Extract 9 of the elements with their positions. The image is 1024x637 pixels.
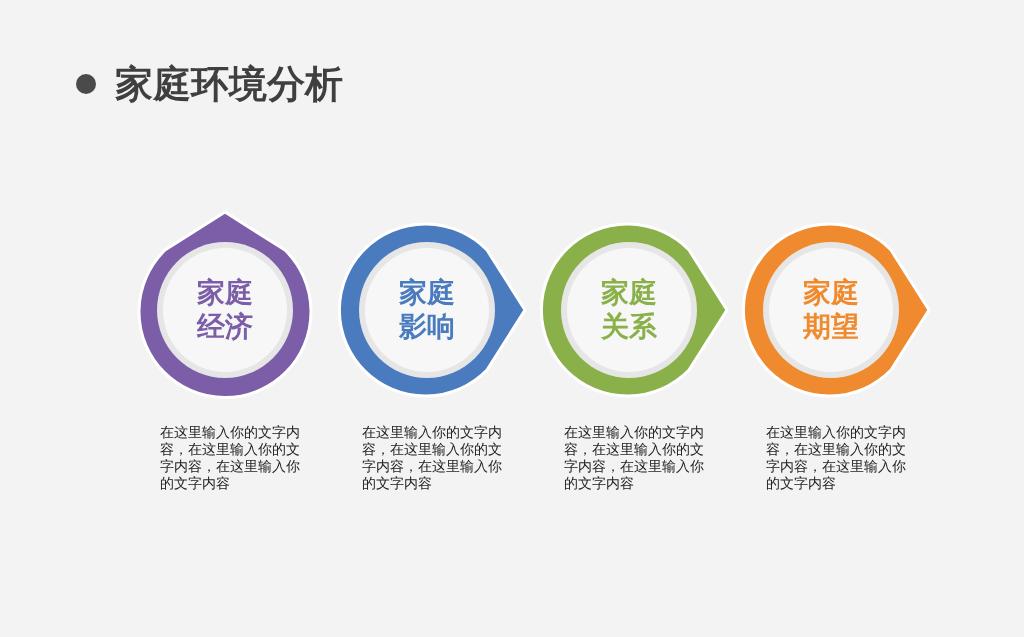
description-text: 在这里输入你的文字内容，在这里输入你的文字内容，在这里输入你的文字内容 — [362, 424, 502, 492]
badge-title: 家庭经济 — [195, 276, 254, 344]
title: 家庭环境分析 — [115, 61, 343, 108]
description-text: 在这里输入你的文字内容，在这里输入你的文字内容，在这里输入你的文字内容 — [160, 424, 300, 492]
badge-title: 家庭关系 — [600, 276, 658, 344]
description-text: 在这里输入你的文字内容，在这里输入你的文字内容，在这里输入你的文字内容 — [564, 424, 704, 492]
badge-title: 家庭期望 — [802, 276, 860, 344]
badge-title: 家庭影响 — [398, 276, 456, 344]
description-text: 在这里输入你的文字内容，在这里输入你的文字内容，在这里输入你的文字内容 — [766, 424, 906, 492]
